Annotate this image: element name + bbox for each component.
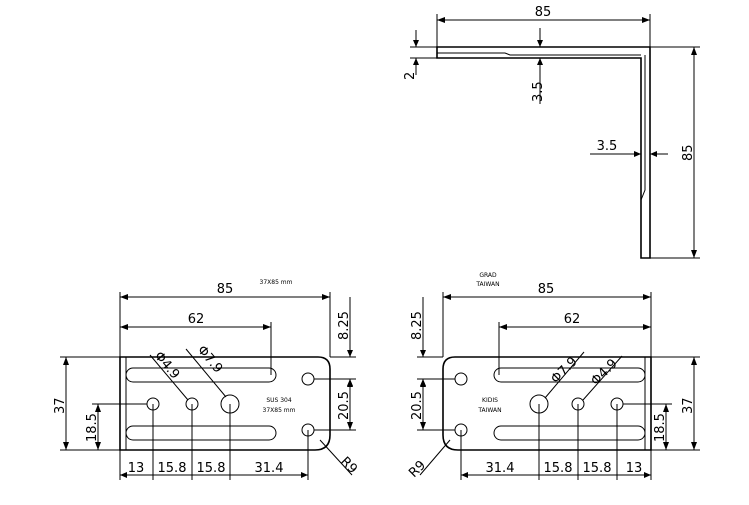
left-dia-small-label: Φ4.9 [151,349,182,382]
left-engraving-line1: SUS 304 [266,397,292,404]
left-radius-label: R9 [337,454,360,477]
left-lower-slot [125,425,277,441]
left-top-offset-label: 8.25 [337,311,352,340]
left-height-label: 37 [53,397,68,414]
profile-leg-b-label: 3.5 [597,139,618,154]
left-width-label: 85 [217,282,234,297]
right-plate-view: GRAD TAIWAN KIDIS TAIWAN 85 62 8.25 20.5 [406,272,700,481]
right-radius-label: R9 [406,458,429,481]
profile-width-label: 85 [535,5,552,20]
profile-leg-a-label: 3.5 [531,81,546,102]
left-stamp-size: 37X85 mm [260,279,293,286]
right-row-height-label: 18.5 [653,413,668,442]
right-engraving-line2: TAIWAN [477,407,501,414]
left-hole-top [301,372,315,386]
left-spacing-4: 31.4 [255,461,284,476]
right-stamp-line1: GRAD [479,272,497,279]
left-spacing-2: 15.8 [158,461,187,476]
right-spacing-3: 15.8 [583,461,612,476]
right-width-label: 85 [538,282,555,297]
right-spacing-1: 31.4 [486,461,515,476]
left-dia-large-label: Φ7.9 [194,343,225,376]
left-plate-view: 37X85 mm SUS 304 37X85 mm 85 62 8.25 20.… [53,279,360,480]
right-hole-spacing-label: 20.5 [410,391,425,420]
right-slot-label: 62 [564,312,581,327]
left-row-height-label: 18.5 [85,413,100,442]
left-engraving-line2: 37X85 mm [263,407,296,414]
left-spacing-1: 13 [128,461,145,476]
right-lower-slot [493,425,646,441]
angle-profile-inner-line [437,52,646,201]
left-upper-slot [125,367,277,383]
left-plate-outline [119,356,331,451]
left-slot-label: 62 [188,312,205,327]
profile-height-label: 85 [681,144,696,161]
right-spacing-2: 15.8 [544,461,573,476]
right-engraving-line1: KIDIS [482,397,498,404]
right-height-label: 37 [681,397,696,414]
angle-profile-outline [436,46,651,259]
right-dia-small-label: Φ4.9 [588,356,620,388]
angle-profile-view: 85 2 3.5 3.5 85 [403,5,700,259]
right-top-offset-label: 8.25 [410,311,425,340]
right-upper-slot [493,367,646,383]
left-hole-spacing-label: 20.5 [337,391,352,420]
right-plate-outline [442,356,652,451]
profile-thickness-label: 2 [403,72,418,80]
left-spacing-3: 15.8 [197,461,226,476]
right-hole-top [454,372,468,386]
right-spacing-4: 13 [626,461,643,476]
right-stamp-line2: TAIWAN [475,281,499,288]
